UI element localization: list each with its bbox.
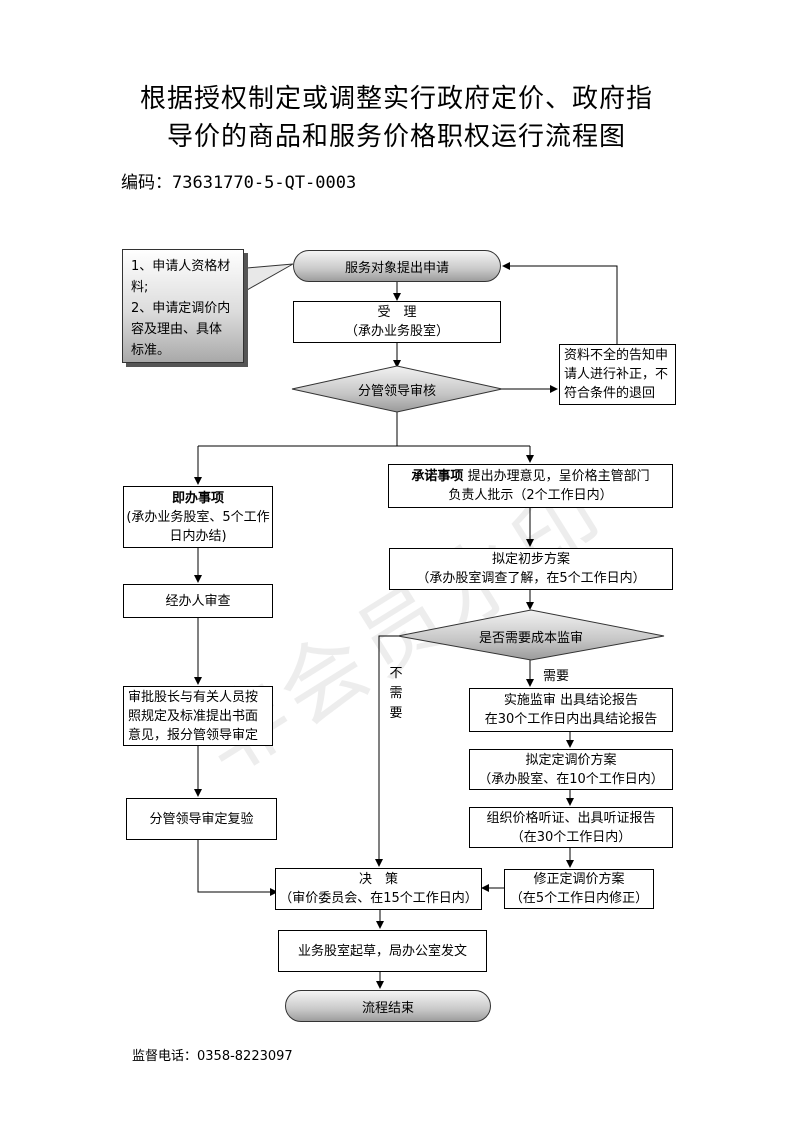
- note-line: 料;: [131, 280, 149, 295]
- page-title-line2: 导价的商品和服务价格职权运行流程图: [166, 122, 626, 152]
- officer-check-node: 经办人审查: [123, 584, 273, 618]
- promise-line1: 承诺事项 提出办理意见，呈价格主管部门: [411, 467, 649, 486]
- page-title-line1: 根据授权制定或调整实行政府定价、政府指: [139, 84, 653, 114]
- leader-recheck-node: 分管领导审定复验: [126, 798, 277, 840]
- revise-plan-node: 修正定调价方案 （在5个工作日内修正）: [504, 869, 654, 909]
- cost-audit-question-label: 是否需要成本监审: [478, 631, 583, 646]
- note-line: 2、申请定调价内: [131, 301, 231, 316]
- decision-subtitle: （审价委员会、在15个工作日内）: [279, 891, 478, 906]
- start-node: 服务对象提出申请: [293, 250, 501, 282]
- need-label: 需要: [542, 669, 569, 684]
- decision-title: 决 策: [358, 872, 398, 887]
- supervision-phone: 监督电话：0358-8223097: [132, 1049, 293, 1064]
- accept-subtitle: （承办业务股室）: [344, 324, 449, 339]
- publish-document-node: 业务股室起草，局办公室发文: [278, 930, 487, 972]
- end-node: 流程结束: [285, 990, 491, 1022]
- draft-initial-plan-node: 拟定初步方案 （承办股室调查了解，在5个工作日内）: [389, 548, 673, 590]
- incomplete-line: 请人进行补正，不: [564, 367, 669, 382]
- hearing-subtitle: （在30个工作日内）: [510, 829, 632, 845]
- cost-audit-node: 实施监审 出具结论报告 在30个工作日内出具结论报告: [469, 688, 673, 732]
- accept-title: 受 理: [377, 305, 417, 320]
- promise-line2: 负责人批示（2个工作日内）: [448, 488, 613, 503]
- immediate-line: (承办业务股室、5个工作: [126, 509, 270, 525]
- applicant-materials-note: 1、申请人资格材 料; 2、申请定调价内 容及理由、具体 标准。: [122, 249, 244, 363]
- promise-text: 提出办理意见，呈价格主管部门: [463, 469, 650, 484]
- section-chief-review-node: 审批股长与有关人员按 照规定及标准提出书面 意见，报分管领导审定: [123, 686, 273, 746]
- revise-subtitle: （在5个工作日内修正）: [509, 891, 649, 906]
- note-line: 1、申请人资格材: [131, 259, 231, 274]
- revise-title: 修正定调价方案: [533, 872, 625, 887]
- accept-node: 受 理 （承办业务股室）: [293, 301, 501, 343]
- draft-plan-subtitle: （承办股室调查了解，在5个工作日内）: [416, 571, 646, 586]
- incomplete-materials-node: 资料不全的告知申 请人进行补正，不 符合条件的退回: [559, 344, 676, 405]
- decision-node: 决 策 （审价委员会、在15个工作日内）: [275, 868, 482, 910]
- promise-matter-node: 承诺事项 提出办理意见，呈价格主管部门 负责人批示（2个工作日内）: [388, 464, 673, 508]
- note-line: 标准。: [131, 343, 171, 358]
- immediate-title: 即办事项: [171, 490, 224, 506]
- cost-audit-title: 实施监审 出具结论报告: [503, 693, 639, 708]
- immediate-matter-node: 即办事项 (承办业务股室、5个工作 日内办结): [123, 486, 273, 548]
- section-chief-line: 意见，报分管领导审定: [128, 727, 259, 743]
- price-hearing-node: 组织价格听证、出具听证报告 （在30个工作日内）: [469, 807, 673, 848]
- section-chief-line: 照规定及标准提出书面: [128, 708, 259, 724]
- not-need-label: 不 需 要: [388, 664, 404, 724]
- review-diamond: [291, 365, 503, 413]
- draft-price-plan-node: 拟定定调价方案 （承办股室、在10个工作日内）: [469, 749, 673, 790]
- cost-audit-diamond: [397, 609, 665, 661]
- document-code: 编码：73631770-5-QT-0003: [121, 173, 357, 193]
- incomplete-line: 符合条件的退回: [564, 386, 656, 401]
- note-callout-pointer: [246, 263, 294, 291]
- not-need-char: 需: [389, 686, 403, 701]
- incomplete-line: 资料不全的告知申: [564, 348, 669, 363]
- draft-price-title: 拟定定调价方案: [525, 752, 617, 768]
- hearing-title: 组织价格听证、出具听证报告: [486, 810, 656, 826]
- note-line: 容及理由、具体: [131, 322, 223, 337]
- not-need-char: 不: [389, 666, 403, 681]
- cost-audit-subtitle: 在30个工作日内出具结论报告: [484, 712, 658, 727]
- review-node-label: 分管领导审核: [357, 384, 436, 399]
- immediate-line: 日内办结): [169, 528, 227, 544]
- draft-plan-title: 拟定初步方案: [491, 552, 570, 567]
- promise-title: 承诺事项: [411, 469, 464, 484]
- section-chief-line: 审批股长与有关人员按: [128, 689, 259, 705]
- not-need-char: 要: [389, 706, 403, 721]
- draft-price-subtitle: （承办股室、在10个工作日内）: [478, 771, 664, 787]
